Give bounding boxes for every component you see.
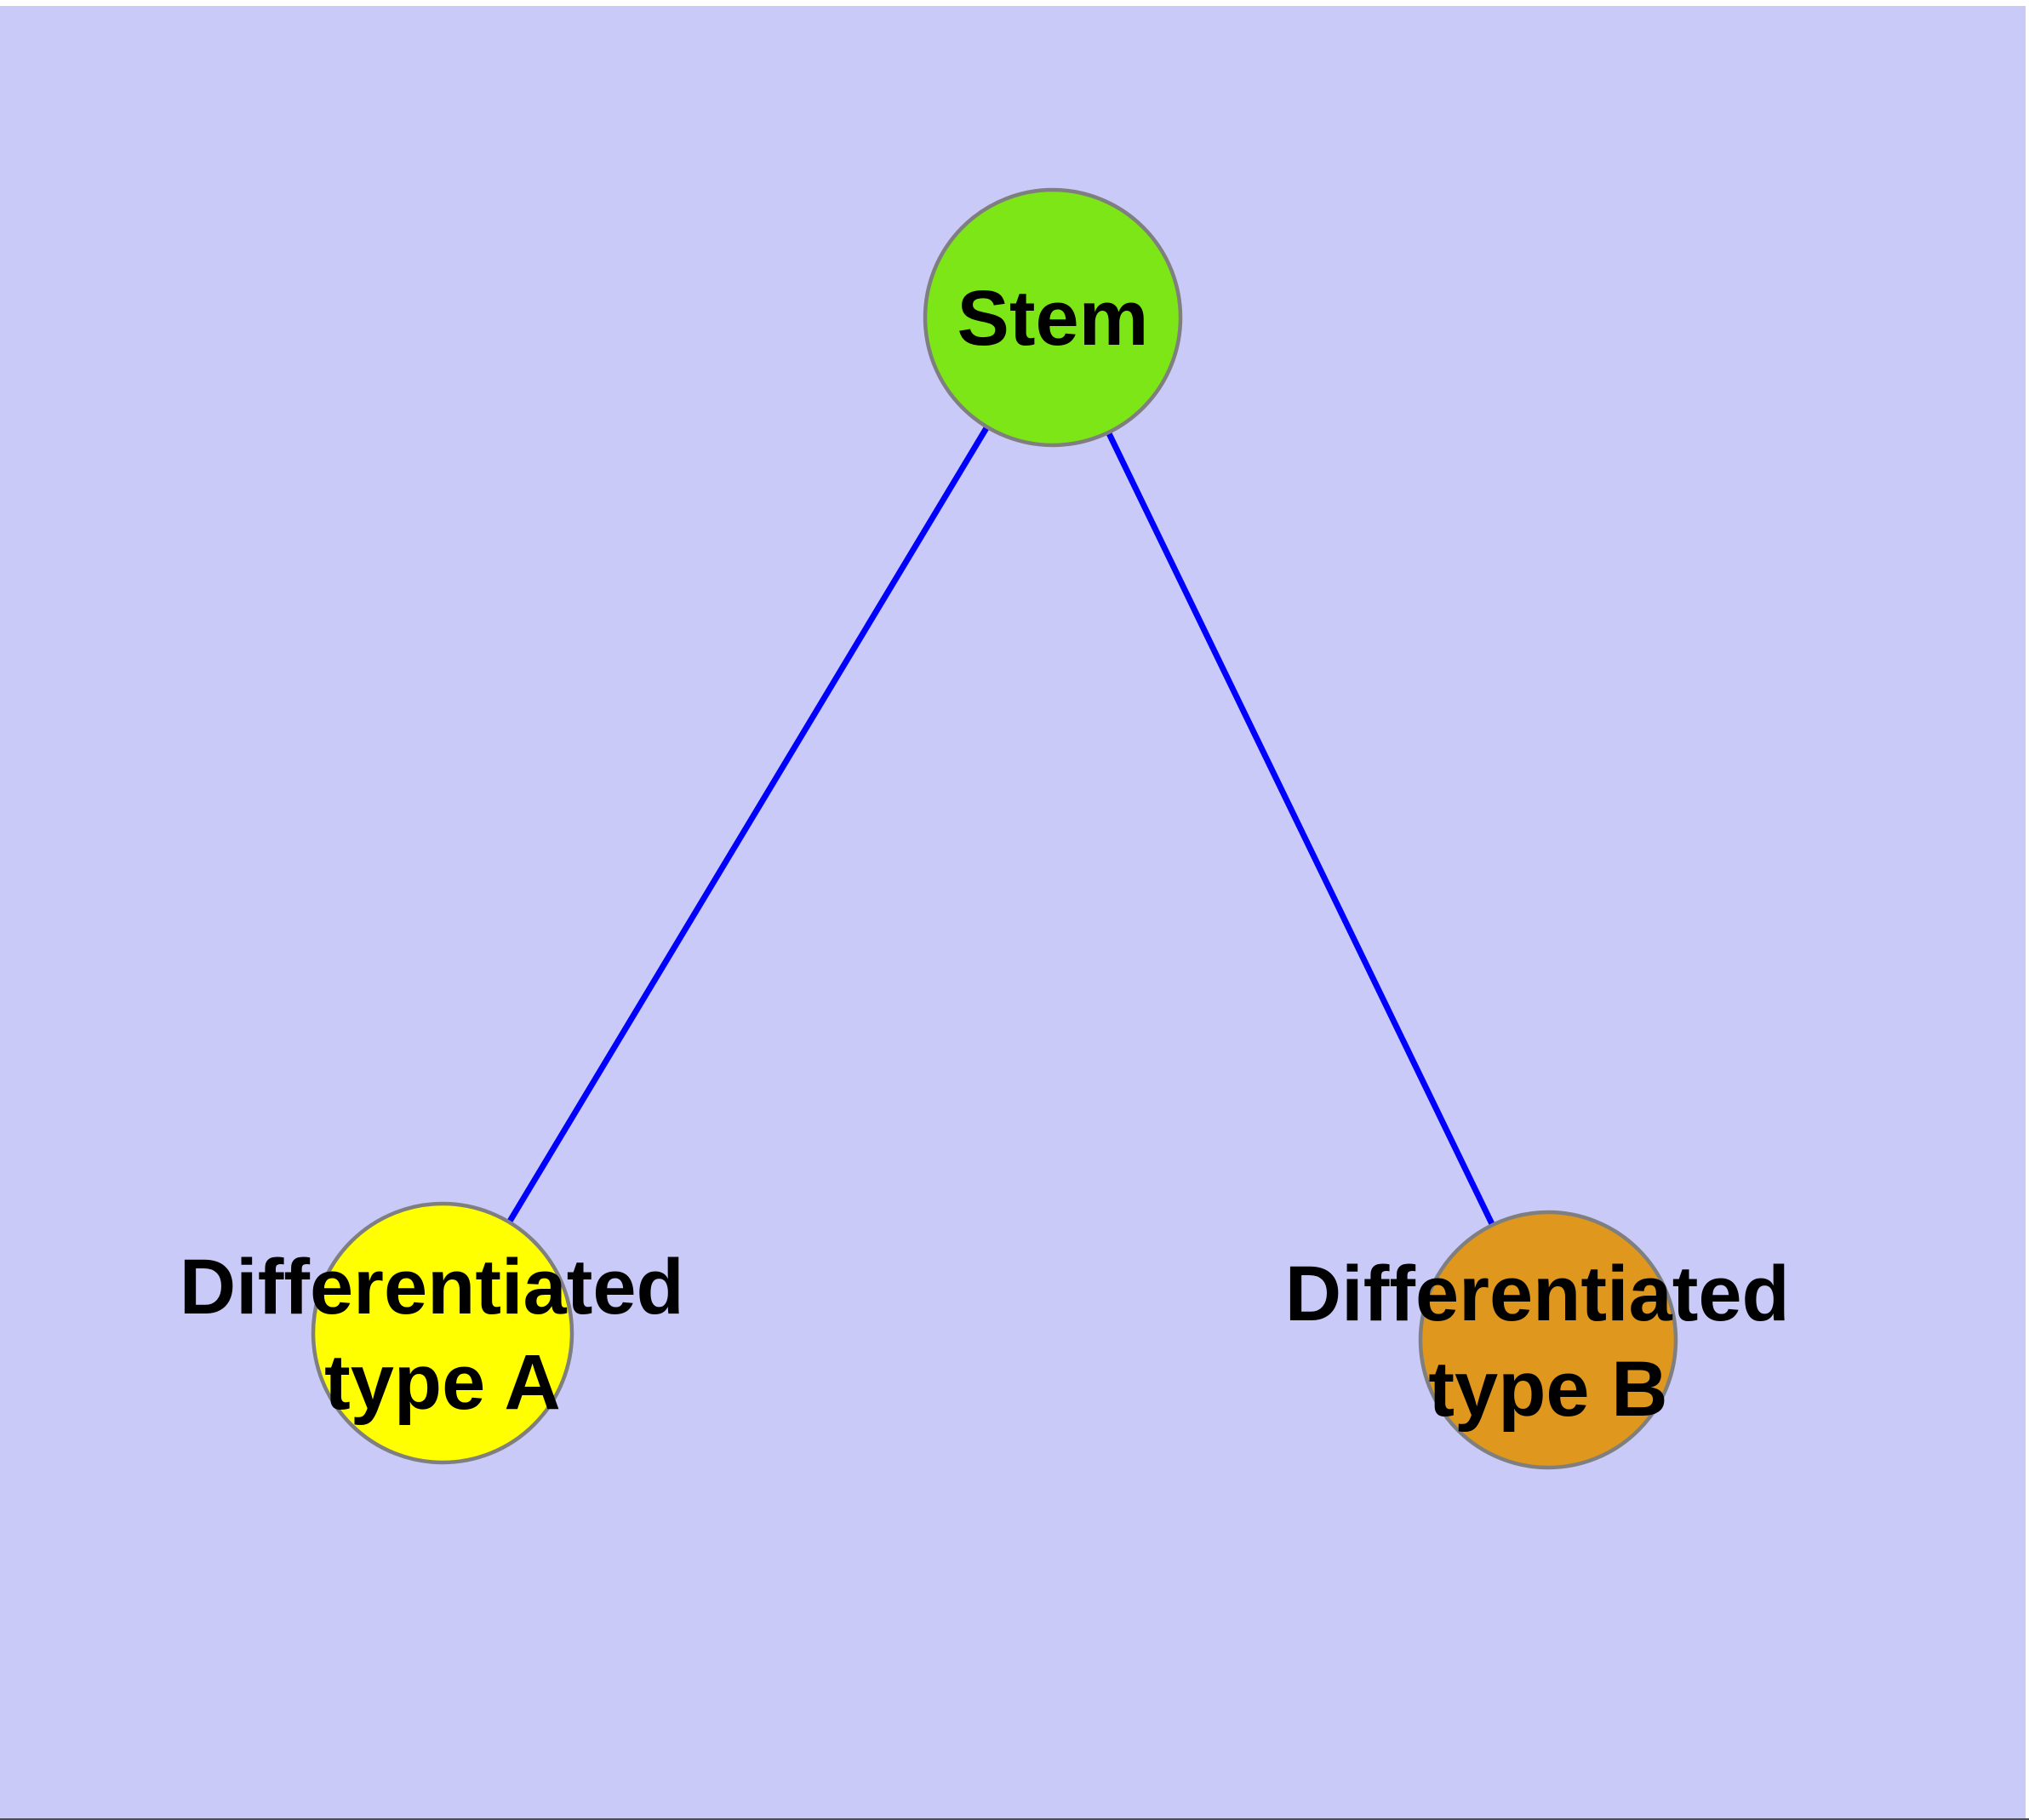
node-type-b xyxy=(1418,1210,1678,1470)
edge-stem-to-type-a xyxy=(440,316,1055,1335)
edge-stem-to-type-b xyxy=(1049,316,1552,1342)
node-type-a-label: Differentiated type A xyxy=(180,1244,706,1426)
node-type-b-label: Differentiated type B xyxy=(1285,1251,1812,1433)
node-type-b-label-line2: type B xyxy=(1428,1346,1667,1433)
node-type-a xyxy=(311,1201,574,1465)
node-stem xyxy=(923,187,1183,448)
node-stem-label-text: Stem xyxy=(957,275,1149,362)
node-type-a-label-line2: type A xyxy=(324,1339,561,1426)
node-type-b-label-line1: Differentiated xyxy=(1285,1251,1790,1337)
node-stem-label: Stem xyxy=(957,275,1149,362)
node-type-a-label-line1: Differentiated xyxy=(180,1244,684,1331)
bottom-border-line xyxy=(0,1818,2029,1820)
